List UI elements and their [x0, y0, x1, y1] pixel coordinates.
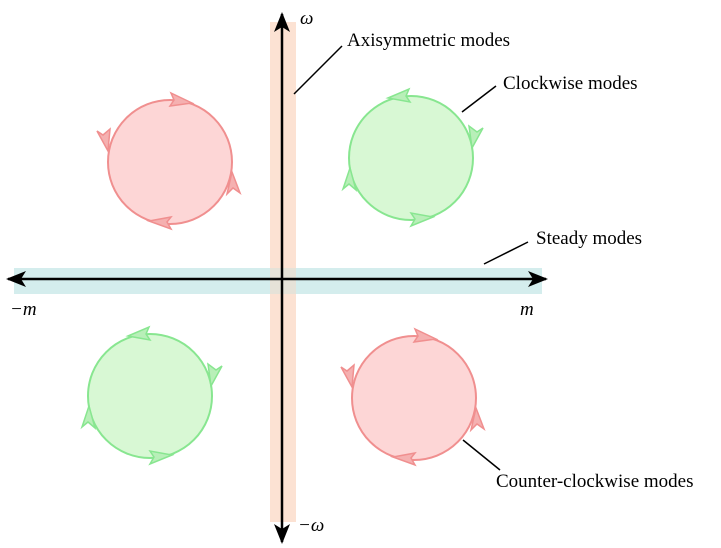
clockwise-leader-line — [461, 85, 497, 113]
omega-label: ω — [300, 8, 313, 29]
m-label: m — [520, 299, 534, 320]
steady-leader-line — [483, 241, 529, 265]
counter-clockwise-label: Counter-clockwise modes — [496, 471, 694, 492]
counter-clockwise-mode-bottom-right — [340, 327, 486, 467]
axisymmetric-leader-line — [293, 45, 343, 95]
clockwise-mode-bottom-left — [80, 325, 223, 466]
counter-clockwise-mode-top-left — [96, 91, 242, 231]
counter-clockwise-leader-line — [462, 439, 501, 471]
negative-m-label: −m — [10, 299, 37, 320]
clockwise-mode-top-right — [341, 87, 484, 228]
clockwise-label: Clockwise modes — [503, 73, 638, 94]
steady-label: Steady modes — [536, 228, 642, 249]
axisymmetric-label: Axisymmetric modes — [347, 30, 510, 51]
negative-omega-label: −ω — [298, 515, 324, 536]
